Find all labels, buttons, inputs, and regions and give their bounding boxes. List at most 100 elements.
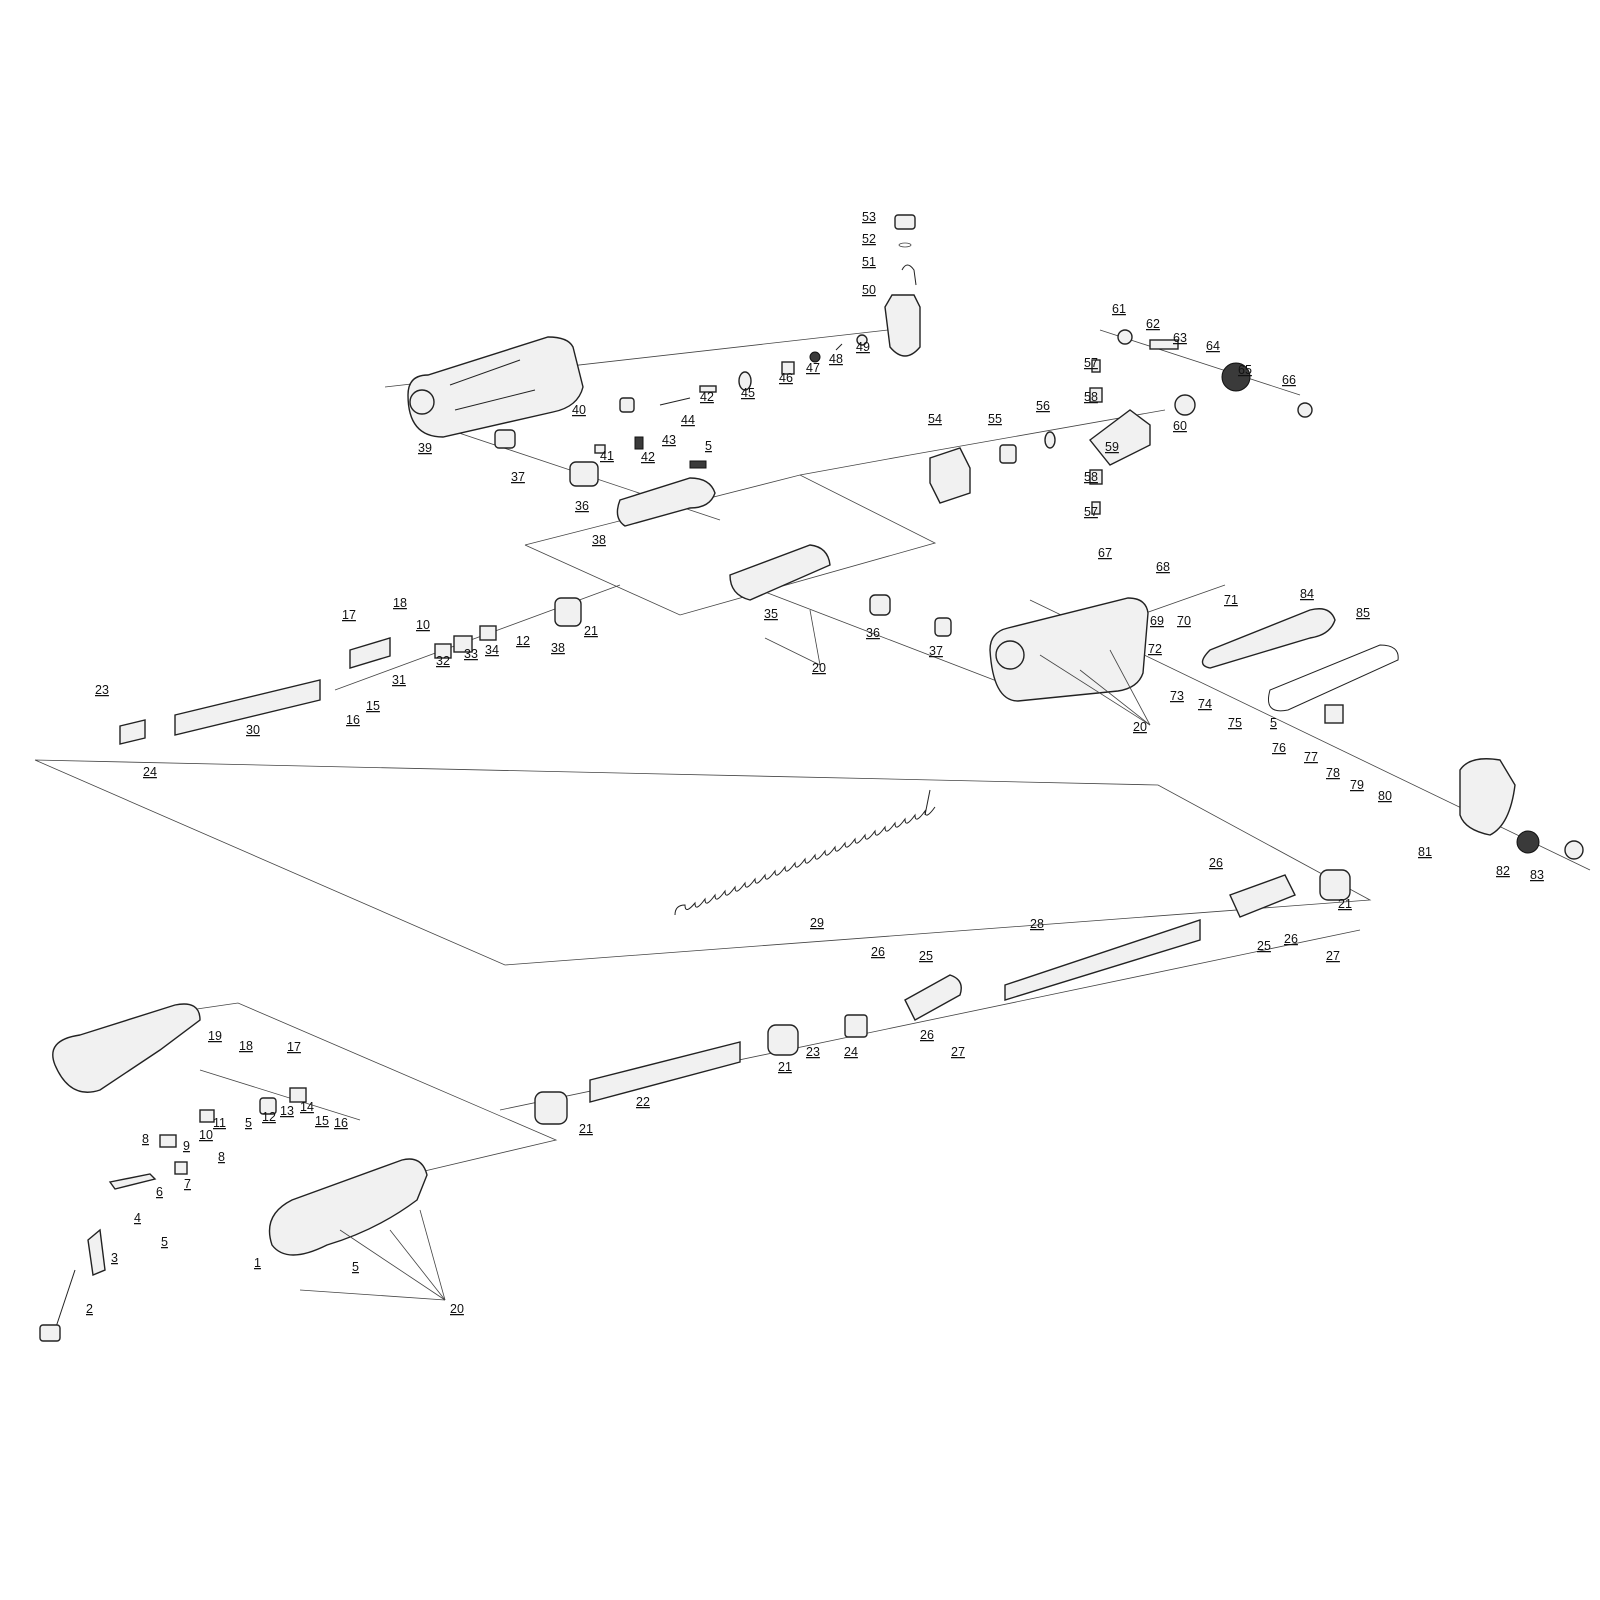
part-label-51: 51 — [862, 255, 876, 269]
part-label-5: 5 — [705, 439, 712, 453]
part-label-58: 58 — [1084, 470, 1098, 484]
part-label-38: 38 — [551, 641, 565, 655]
part-label-39: 39 — [418, 441, 432, 455]
part-label-9: 9 — [183, 1139, 190, 1153]
part-label-47: 47 — [806, 361, 820, 375]
part-label-57: 57 — [1084, 505, 1098, 519]
part-label-10: 10 — [199, 1128, 213, 1142]
part-label-23: 23 — [806, 1045, 820, 1059]
part-label-20: 20 — [812, 661, 826, 675]
part-label-34: 34 — [485, 643, 499, 657]
part-label-73: 73 — [1170, 689, 1184, 703]
part-label-12: 12 — [262, 1110, 276, 1124]
part-label-40: 40 — [572, 403, 586, 417]
part-label-27: 27 — [951, 1045, 965, 1059]
part-label-10: 10 — [416, 618, 430, 632]
part-label-46: 46 — [779, 371, 793, 385]
part-label-17: 17 — [287, 1040, 301, 1054]
part-label-41: 41 — [600, 449, 614, 463]
part-label-27: 27 — [1326, 949, 1340, 963]
part-label-12: 12 — [516, 634, 530, 648]
part-label-45: 45 — [741, 386, 755, 400]
part-label-24: 24 — [844, 1045, 858, 1059]
part-label-25: 25 — [1257, 939, 1271, 953]
part-label-7: 7 — [184, 1177, 191, 1191]
part-label-4: 4 — [134, 1211, 141, 1225]
part-label-77: 77 — [1304, 750, 1318, 764]
part-label-59: 59 — [1105, 440, 1119, 454]
part-label-2: 2 — [86, 1302, 93, 1316]
part-label-8: 8 — [142, 1132, 149, 1146]
part-label-15: 15 — [366, 699, 380, 713]
part-label-1: 1 — [254, 1256, 261, 1270]
part-label-17: 17 — [342, 608, 356, 622]
part-label-63: 63 — [1173, 331, 1187, 345]
part-label-44: 44 — [681, 413, 695, 427]
part-label-11: 11 — [213, 1116, 226, 1130]
part-label-78: 78 — [1326, 766, 1340, 780]
part-label-3: 3 — [111, 1251, 118, 1265]
part-label-20: 20 — [1133, 720, 1147, 734]
part-label-62: 62 — [1146, 317, 1160, 331]
part-label-31: 31 — [392, 673, 406, 687]
part-label-15: 15 — [315, 1114, 329, 1128]
part-label-23: 23 — [95, 683, 109, 697]
coil-cable — [674, 806, 936, 916]
part-label-21: 21 — [1338, 897, 1352, 911]
part-label-22: 22 — [636, 1095, 650, 1109]
parts — [39, 214, 1584, 1342]
part-label-68: 68 — [1156, 560, 1170, 574]
part-label-21: 21 — [579, 1122, 593, 1136]
part-label-52: 52 — [862, 232, 876, 246]
part-label-57: 57 — [1084, 356, 1098, 370]
part-label-5: 5 — [161, 1235, 168, 1249]
part-label-75: 75 — [1228, 716, 1242, 730]
part-label-30: 30 — [246, 723, 260, 737]
part-label-26: 26 — [871, 945, 885, 959]
part-label-49: 49 — [856, 340, 870, 354]
part-label-43: 43 — [662, 433, 676, 447]
part-label-5: 5 — [245, 1116, 252, 1130]
part-label-38: 38 — [592, 533, 606, 547]
part-label-85: 85 — [1356, 606, 1370, 620]
part-label-28: 28 — [1030, 917, 1044, 931]
part-label-36: 36 — [866, 626, 880, 640]
part-label-60: 60 — [1173, 419, 1187, 433]
part-label-83: 83 — [1530, 868, 1544, 882]
part-label-8: 8 — [218, 1150, 225, 1164]
part-label-26: 26 — [920, 1028, 934, 1042]
part-label-54: 54 — [928, 412, 942, 426]
part-label-55: 55 — [988, 412, 1002, 426]
part-label-16: 16 — [334, 1116, 348, 1130]
part-label-19: 19 — [208, 1029, 222, 1043]
part-label-5: 5 — [352, 1260, 359, 1274]
part-label-32: 32 — [436, 654, 450, 668]
part-label-18: 18 — [393, 596, 407, 610]
part-label-21: 21 — [778, 1060, 792, 1074]
part-label-56: 56 — [1036, 399, 1050, 413]
part-label-35: 35 — [764, 607, 778, 621]
part-label-58: 58 — [1084, 390, 1098, 404]
part-label-81: 81 — [1418, 845, 1432, 859]
part-label-26: 26 — [1284, 932, 1298, 946]
part-label-21: 21 — [584, 624, 598, 638]
part-label-37: 37 — [929, 644, 943, 658]
part-label-26: 26 — [1209, 856, 1223, 870]
part-label-42: 42 — [641, 450, 655, 464]
part-label-25: 25 — [919, 949, 933, 963]
part-label-66: 66 — [1282, 373, 1296, 387]
part-label-84: 84 — [1300, 587, 1314, 601]
part-label-5: 5 — [1270, 716, 1277, 730]
part-label-72: 72 — [1148, 642, 1162, 656]
part-label-6: 6 — [156, 1185, 163, 1199]
part-label-50: 50 — [862, 283, 876, 297]
part-label-13: 13 — [280, 1104, 294, 1118]
part-label-71: 71 — [1224, 593, 1238, 607]
part-label-48: 48 — [829, 352, 843, 366]
part-label-37: 37 — [511, 470, 525, 484]
part-label-24: 24 — [143, 765, 157, 779]
part-label-33: 33 — [464, 647, 478, 661]
part-label-69: 69 — [1150, 614, 1164, 628]
part-label-20: 20 — [450, 1302, 464, 1316]
